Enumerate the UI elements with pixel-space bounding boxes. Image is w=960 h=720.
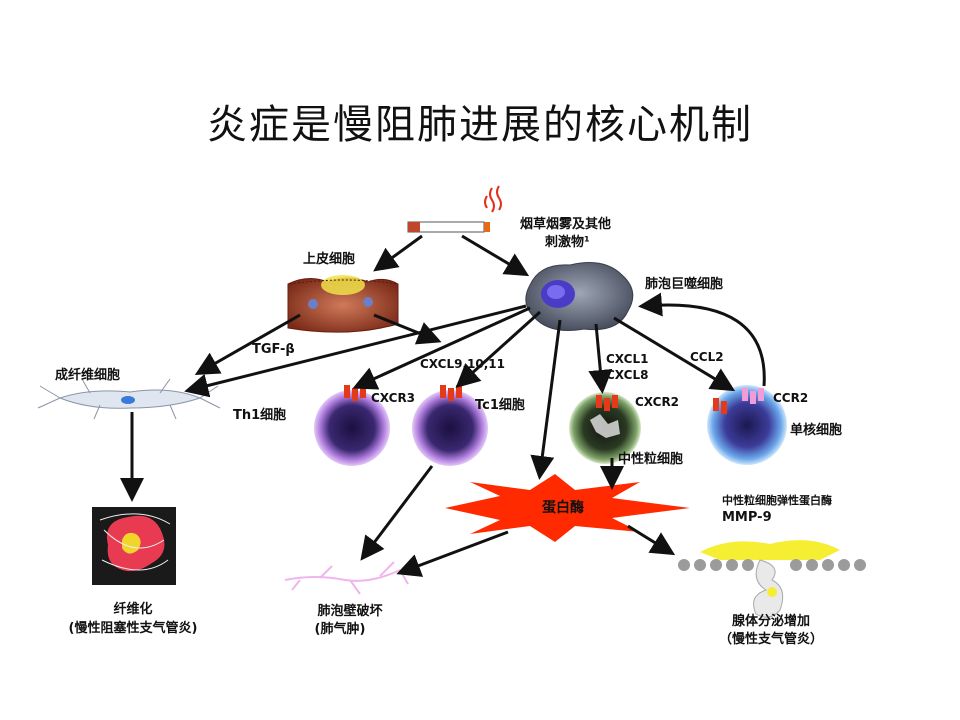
- arrow-protease-alveolar: [396, 530, 509, 577]
- ccr2-label: CCR2: [773, 391, 809, 405]
- fibroblast-image: [37, 378, 221, 420]
- arrow-macrophage-fibroblast: [184, 304, 527, 398]
- tc1-cell-image: [412, 385, 488, 466]
- arrow-macrophage-th1: [352, 306, 531, 390]
- smoke-label-line2: 刺激物¹: [545, 235, 590, 250]
- macrophage-label: 肺泡巨噬细胞: [645, 277, 724, 292]
- elastase-label: 中性粒细胞弹性蛋白酶: [722, 494, 832, 507]
- arrow-protease-gland: [627, 524, 676, 556]
- smoke-icon: [484, 185, 502, 213]
- epithelial-label: 上皮细胞: [303, 252, 356, 267]
- arrows: [120, 234, 766, 577]
- gland-sublabel: （慢性支气管炎）: [718, 632, 823, 647]
- alveolar-sublabel: (肺气肿): [314, 622, 366, 637]
- fibroblast-label: 成纤维细胞: [55, 368, 121, 383]
- cxcl1-label: CXCL1: [606, 352, 649, 366]
- arrow-macrophage-tc1: [455, 310, 542, 389]
- cxcl8-label: CXCL8: [606, 368, 649, 382]
- mmp9-label: MMP-9: [722, 510, 772, 525]
- gland-image: [678, 540, 866, 618]
- th1-cell-image: [314, 385, 390, 466]
- fibrosis-sublabel: (慢性阻塞性支气管炎): [68, 621, 198, 636]
- fibrosis-label: 纤维化: [113, 602, 153, 617]
- ccl2-label: CCL2: [690, 350, 724, 364]
- cigarette-icon: [407, 221, 490, 233]
- protease-label: 蛋白酶: [542, 500, 584, 516]
- arrow-smoke-epithelium: [373, 234, 423, 272]
- smoke-label-line1: 烟草烟雾及其他: [520, 217, 612, 232]
- neutrophil-image: [569, 392, 641, 464]
- fibrosis-image: [92, 507, 176, 585]
- protease-burst: [445, 474, 690, 542]
- arrow-epithelium-fibroblast: [194, 313, 301, 375]
- alveolar-label: 肺泡壁破坏: [317, 604, 383, 619]
- page-title: 炎症是慢阻肺进展的核心机制: [207, 102, 753, 148]
- tc1-label: Tc1细胞: [475, 398, 525, 413]
- cxcr3-label: CXCR3: [371, 391, 416, 405]
- cxcl9-label: CXCL9,10,11: [420, 357, 505, 371]
- arrow-smoke-macrophage: [461, 234, 530, 277]
- monocyte-image: [707, 385, 787, 465]
- arrow-macrophage-monocyte: [613, 316, 736, 392]
- th1-label: Th1细胞: [233, 408, 287, 423]
- epithelial-cells-image: [287, 275, 399, 333]
- monocyte-label: 单核细胞: [790, 423, 843, 438]
- neutrophil-label: 中性粒细胞: [618, 452, 684, 467]
- arrow-macrophage-protease: [530, 319, 562, 480]
- arrow-macrophage-neutrophil: [588, 323, 613, 394]
- tgf-label: TGF-β: [252, 342, 295, 357]
- arrow-tc1-alveolar: [360, 465, 434, 561]
- cxcr2-label: CXCR2: [635, 395, 680, 409]
- gland-label: 腺体分泌增加: [731, 614, 810, 629]
- arrow-epithelium-tc1: [373, 313, 442, 345]
- arrow-monocyte-macrophage: [638, 292, 766, 387]
- macrophage-image: [525, 262, 634, 331]
- alveolar-wall-image: [284, 561, 409, 595]
